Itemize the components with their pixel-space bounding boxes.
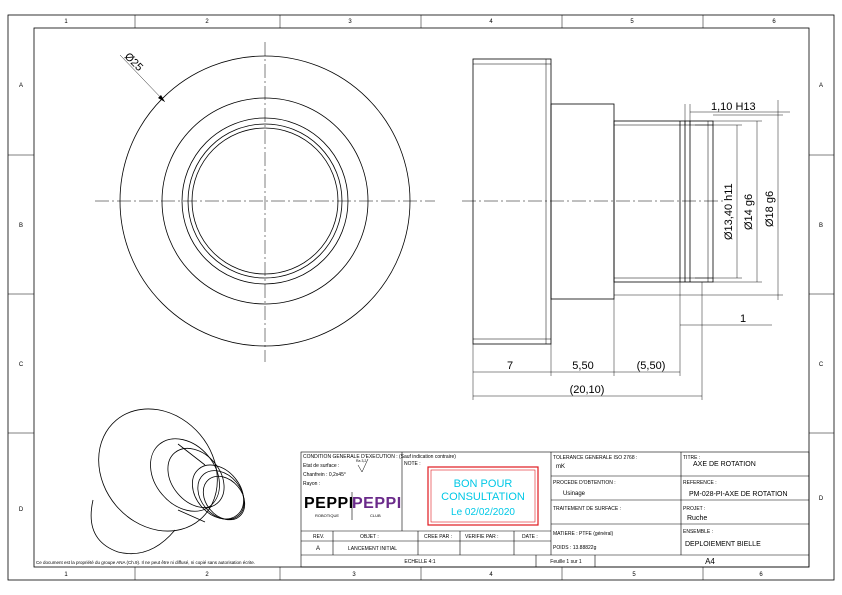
logo-peppi-robotique-sub: ROBOTIQUE	[315, 513, 339, 518]
frame-col-5-top: 5	[630, 19, 634, 25]
frame-col-3-top: 3	[348, 19, 352, 25]
frame-row-d-right: D	[819, 496, 824, 502]
stamp-border	[427, 466, 539, 526]
dim-length-b: 5,50	[572, 360, 593, 372]
frame-row-c-right: C	[819, 362, 824, 368]
isometric-view	[90, 408, 246, 555]
frame-col-1-top: 1	[64, 19, 68, 25]
tb-process-value: Usinage	[563, 491, 586, 497]
tb-assembly-label: ENSEMBLE :	[683, 529, 713, 535]
logo-peppi-club: PEPPI	[352, 495, 402, 512]
tb-assembly-value: DEPLOIEMENT BIELLE	[685, 541, 761, 548]
tb-material: MATIERE : PTFE (général)	[553, 531, 614, 537]
tb-radius: Rayon :	[303, 481, 320, 487]
front-view: Ø25	[95, 42, 435, 362]
surface-roughness-icon	[357, 458, 369, 473]
tb-scale: ECHELLE 4:1	[404, 559, 435, 565]
tb-project-label: PROJET :	[683, 506, 705, 512]
tb-created-header: CREE PAR :	[424, 534, 452, 540]
dim-groove-diameter: Ø13,40 h11	[723, 183, 735, 240]
tb-tolerance-value: mK	[556, 464, 565, 470]
tb-surface: Etat de surface :	[303, 463, 339, 469]
tb-title-label: TITRE :	[683, 455, 700, 461]
dim-total-length: (20,10)	[570, 384, 605, 396]
tb-execution: CONDITION GENERALE D'EXECUTION : (Sauf i…	[303, 454, 456, 460]
dim-groove-width: 1,10 H13	[711, 101, 756, 113]
frame-col-5-bottom: 5	[632, 572, 636, 578]
stamp-date: Le 02/02/2020	[451, 507, 515, 518]
logo-peppi-robotique: PEPPI	[304, 495, 354, 512]
footer-notice: Ce document est la propriété du groupe A…	[36, 560, 255, 565]
frame-col-4-bottom: 4	[489, 572, 493, 578]
stamp-line-1: BON POUR	[454, 478, 513, 490]
tb-ref-value: PM-028-PI-AXE DE ROTATION	[689, 491, 788, 498]
frame-row-a-right: A	[819, 83, 823, 89]
stamp-line-2: CONSULTATION	[441, 491, 525, 503]
frame-row-d-left: D	[19, 507, 24, 513]
tb-date-header: DATE :	[522, 534, 538, 540]
side-view: Ø13,40 h11 Ø14 g6 Ø18 g6 1,10 H13 1 7 5,…	[462, 58, 790, 400]
tb-object-value: LANCEMENT INITIAL	[348, 546, 397, 552]
tb-ref-label: REFERENCE :	[683, 480, 717, 486]
frame-row-a-left: A	[19, 83, 23, 89]
title-block: CONDITION GENERALE D'EXECUTION : (Sauf i…	[300, 451, 810, 568]
tb-tolerance-label: TOLERANCE GENERALE ISO 2768 :	[553, 455, 637, 461]
tb-rev-header: REV.	[313, 534, 324, 540]
tb-object-header: OBJET :	[360, 534, 379, 540]
frame-col-2-bottom: 2	[205, 572, 209, 578]
tb-chamfer: Chanfrein : 0,2x45°	[303, 472, 346, 478]
frame-row-b-left: B	[19, 223, 23, 229]
tb-weight: POIDS : 13.88822g	[553, 545, 597, 551]
tb-title-value: AXE DE ROTATION	[693, 461, 756, 468]
frame-col-2-top: 2	[205, 19, 209, 25]
tb-surface-symbol: Ra 3,2	[356, 459, 366, 463]
dim-length-c: (5,50)	[637, 360, 666, 372]
frame-col-6-top: 6	[772, 19, 776, 25]
tb-note: NOTE :	[404, 461, 421, 467]
tb-process-label: PROCEDE D'OBTENTION :	[553, 480, 616, 486]
tb-sheet: Feuille 1 sur 1	[550, 559, 582, 565]
tb-rev-value: A	[316, 546, 320, 552]
dim-outer-diameter: Ø25	[122, 51, 145, 74]
tb-project-value: Ruche	[687, 515, 707, 522]
dim-shaft-diameter: Ø14 g6	[743, 194, 755, 230]
frame-row-b-right: B	[819, 223, 823, 229]
frame-col-3-bottom: 3	[352, 572, 356, 578]
dim-length-a: 7	[507, 360, 513, 372]
dim-groove-offset: 1	[740, 313, 746, 325]
tb-verified-header: VERIFIE PAR :	[465, 534, 499, 540]
logo-peppi-club-sub: CLUB	[370, 513, 381, 518]
frame-col-1-bottom: 1	[64, 572, 68, 578]
tb-treatment-label: TRAITEMENT DE SURFACE :	[553, 506, 621, 512]
dim-collar-diameter: Ø18 g6	[764, 191, 776, 227]
frame-col-6-bottom: 6	[759, 572, 763, 578]
frame-row-c-left: C	[19, 362, 24, 368]
frame-col-4-top: 4	[489, 19, 493, 25]
tb-format: A4	[705, 557, 715, 566]
